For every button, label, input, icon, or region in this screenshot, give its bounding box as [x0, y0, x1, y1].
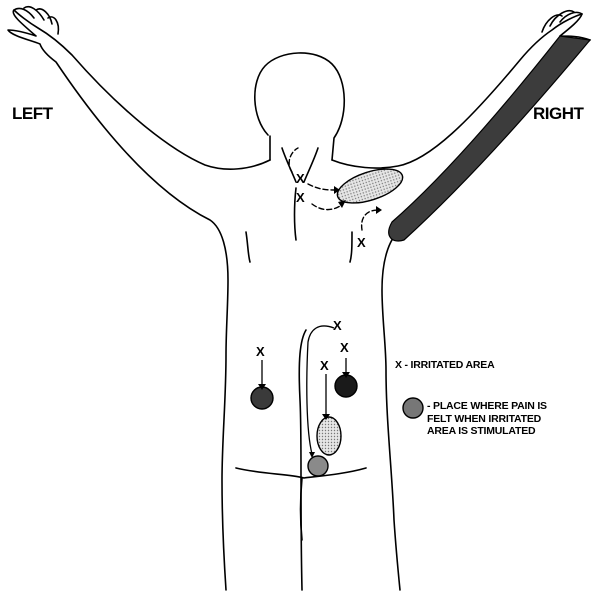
x-marker-lumbar: X [320, 358, 329, 373]
x-marker-right-flank: X [340, 340, 349, 355]
neck-arrow-upper [308, 184, 334, 190]
spine-curve [299, 330, 306, 590]
right-flank-pain-spot [335, 375, 357, 397]
legend-pain-line-1: - PLACE WHERE PAIN IS [427, 400, 602, 413]
sacral-pain-spot [308, 456, 328, 476]
left-side-label: LEFT [12, 104, 53, 124]
right-arm-pain-band [389, 36, 590, 241]
left-flank-pain-spot [251, 387, 273, 409]
right-side-label: RIGHT [533, 104, 583, 124]
right-armpit-line [350, 232, 352, 262]
left-hand-outline [14, 7, 58, 34]
x-marker-sacral: X [333, 318, 342, 333]
neck-curve-left [289, 148, 298, 172]
scapula-arrowhead [376, 206, 382, 214]
lumbar-pain-area [317, 417, 341, 455]
x-marker-neck-upper: X [296, 171, 305, 186]
head-outline [255, 53, 344, 160]
left-arm-outline [8, 10, 270, 590]
neck-line-right [304, 148, 318, 182]
x-marker-neck-lower: X [296, 190, 305, 205]
neck-arrow-lower [312, 204, 340, 210]
left-armpit-line [246, 232, 250, 262]
arrowheads [258, 186, 382, 458]
legend-pain-line-3: AREA IS STIMULATED [427, 425, 602, 438]
x-marker-left-flank: X [256, 344, 265, 359]
legend-pain-description: - PLACE WHERE PAIN IS FELT WHEN IRRITATE… [427, 400, 602, 438]
legend-irritated-area: X - IRRITATED AREA [395, 359, 494, 372]
scapula-arrow [362, 210, 378, 230]
x-marker-scapula: X [357, 235, 366, 250]
legend-pain-swatch [403, 398, 423, 418]
right-arm-outline [332, 14, 590, 590]
legend-pain-line-2: FELT WHEN IRRITATED [427, 413, 602, 426]
